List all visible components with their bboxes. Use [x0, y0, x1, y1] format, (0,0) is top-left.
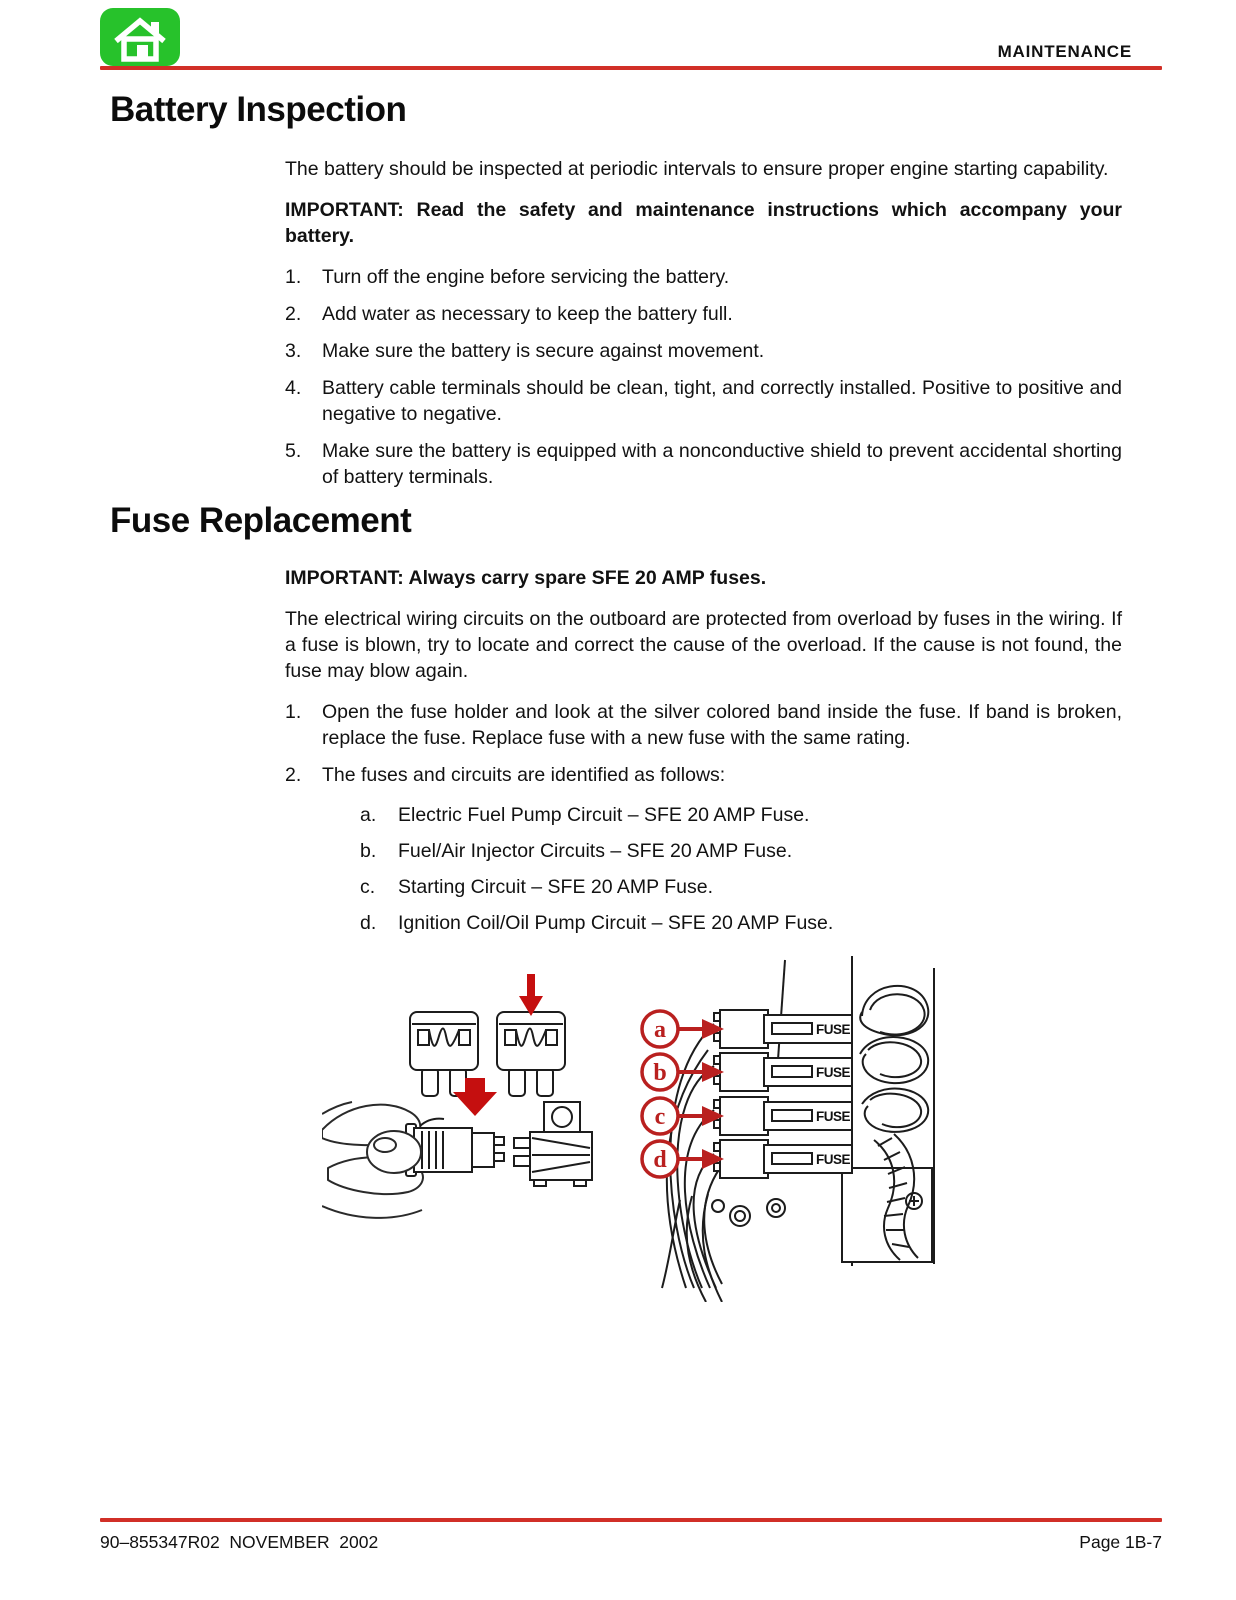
sublist-item-letter: d. [360, 912, 377, 934]
home-button[interactable] [100, 8, 180, 66]
sublist-item-text: Starting Circuit – SFE 20 AMP Fuse. [398, 876, 714, 898]
section-title-battery-inspection: Battery Inspection [110, 90, 407, 129]
callout-arrow-icon [702, 1062, 724, 1082]
battery-intro-paragraph: The battery should be inspected at perio… [285, 158, 1109, 180]
sublist-item-text: Ignition Coil/Oil Pump Circuit – SFE 20 … [398, 912, 834, 934]
list-item-text: The fuses and circuits are identified as… [322, 764, 726, 786]
list-item: 2. Add water as necessary to keep the ba… [285, 301, 1122, 327]
list-item-text: Battery cable terminals should be clean,… [322, 377, 1122, 425]
running-header: MAINTENANCE [997, 42, 1132, 61]
callout-letter-b: b [653, 1060, 666, 1086]
sublist-item-letter: b. [360, 840, 377, 862]
footer-rule [100, 1518, 1162, 1522]
sublist-item-letter: c. [360, 876, 376, 898]
section-title-fuse-replacement: Fuse Replacement [110, 501, 412, 540]
list-item-number: 1. [285, 266, 302, 288]
list-item: 2. The fuses and circuits are identified… [285, 762, 1122, 788]
fuse-circuit-sublist: a. Electric Fuel Pump Circuit – SFE 20 A… [360, 802, 1122, 936]
callout-arrow-icon [702, 1149, 724, 1169]
fuse-diagram-figure: FUSE FUSE FUSE FUSE [321, 954, 946, 1307]
callout-letter-c: c [655, 1104, 666, 1130]
fuse-label-d: FUSE [816, 1152, 851, 1167]
sublist-item: b. Fuel/Air Injector Circuits – SFE 20 A… [360, 838, 1122, 864]
callout-letter-d: d [653, 1147, 667, 1173]
list-item: 3. Make sure the battery is secure again… [285, 338, 1122, 364]
footer-document-number: 90–855347R02 NOVEMBER 2002 [100, 1532, 379, 1552]
fuse-intro-paragraph: The electrical wiring circuits on the ou… [285, 608, 1122, 682]
list-item-number: 2. [285, 303, 302, 325]
sublist-item: a. Electric Fuel Pump Circuit – SFE 20 A… [360, 802, 1122, 828]
insert-arrow-icon [519, 974, 543, 1016]
page-footer: 90–855347R02 NOVEMBER 2002 Page 1B-7 [100, 1532, 1162, 1553]
header-rule [100, 66, 1162, 70]
callout-arrow-icon [702, 1019, 724, 1039]
list-item: 4. Battery cable terminals should be cle… [285, 375, 1122, 427]
fuse-label-a: FUSE [816, 1022, 851, 1037]
fuse-label-b: FUSE [816, 1065, 851, 1080]
callout-letter-a: a [654, 1017, 666, 1043]
battery-important-note: IMPORTANT: Read the safety and maintenan… [285, 199, 1122, 247]
battery-inspection-content: The battery should be inspected at perio… [285, 156, 1122, 490]
home-icon[interactable] [100, 8, 180, 66]
list-item: 1. Open the fuse holder and look at the … [285, 699, 1122, 751]
sublist-item: d. Ignition Coil/Oil Pump Circuit – SFE … [360, 910, 1122, 936]
list-item-number: 4. [285, 377, 302, 399]
list-item-text: Add water as necessary to keep the batte… [322, 303, 733, 325]
down-arrow-icon [453, 1078, 497, 1116]
sublist-item-text: Fuel/Air Injector Circuits – SFE 20 AMP … [398, 840, 793, 862]
list-item-text: Turn off the engine before servicing the… [322, 266, 730, 288]
sublist-item-letter: a. [360, 804, 377, 826]
fuse-replacement-content: IMPORTANT: Always carry spare SFE 20 AMP… [285, 565, 1122, 936]
sublist-item: c. Starting Circuit – SFE 20 AMP Fuse. [360, 874, 1122, 900]
list-item-text: Open the fuse holder and look at the sil… [322, 701, 1122, 749]
list-item-number: 5. [285, 440, 302, 462]
callout-arrow-icon [702, 1106, 724, 1126]
list-item: 1. Turn off the engine before servicing … [285, 264, 1122, 290]
fuse-label-c: FUSE [816, 1109, 851, 1124]
list-item-number: 2. [285, 764, 302, 786]
sublist-item-text: Electric Fuel Pump Circuit – SFE 20 AMP … [398, 804, 810, 826]
callout-group: a b c d [640, 1009, 724, 1179]
fuse-diagram-illustration: FUSE FUSE FUSE FUSE [321, 956, 935, 1303]
list-item-text: Make sure the battery is equipped with a… [322, 440, 1122, 488]
footer-page-number: Page 1B-7 [1079, 1532, 1162, 1552]
list-item-number: 3. [285, 340, 302, 362]
fuse-important-note: IMPORTANT: Always carry spare SFE 20 AMP… [285, 567, 767, 589]
list-item: 5. Make sure the battery is equipped wit… [285, 438, 1122, 490]
list-item-number: 1. [285, 701, 302, 723]
list-item-text: Make sure the battery is secure against … [322, 340, 765, 362]
